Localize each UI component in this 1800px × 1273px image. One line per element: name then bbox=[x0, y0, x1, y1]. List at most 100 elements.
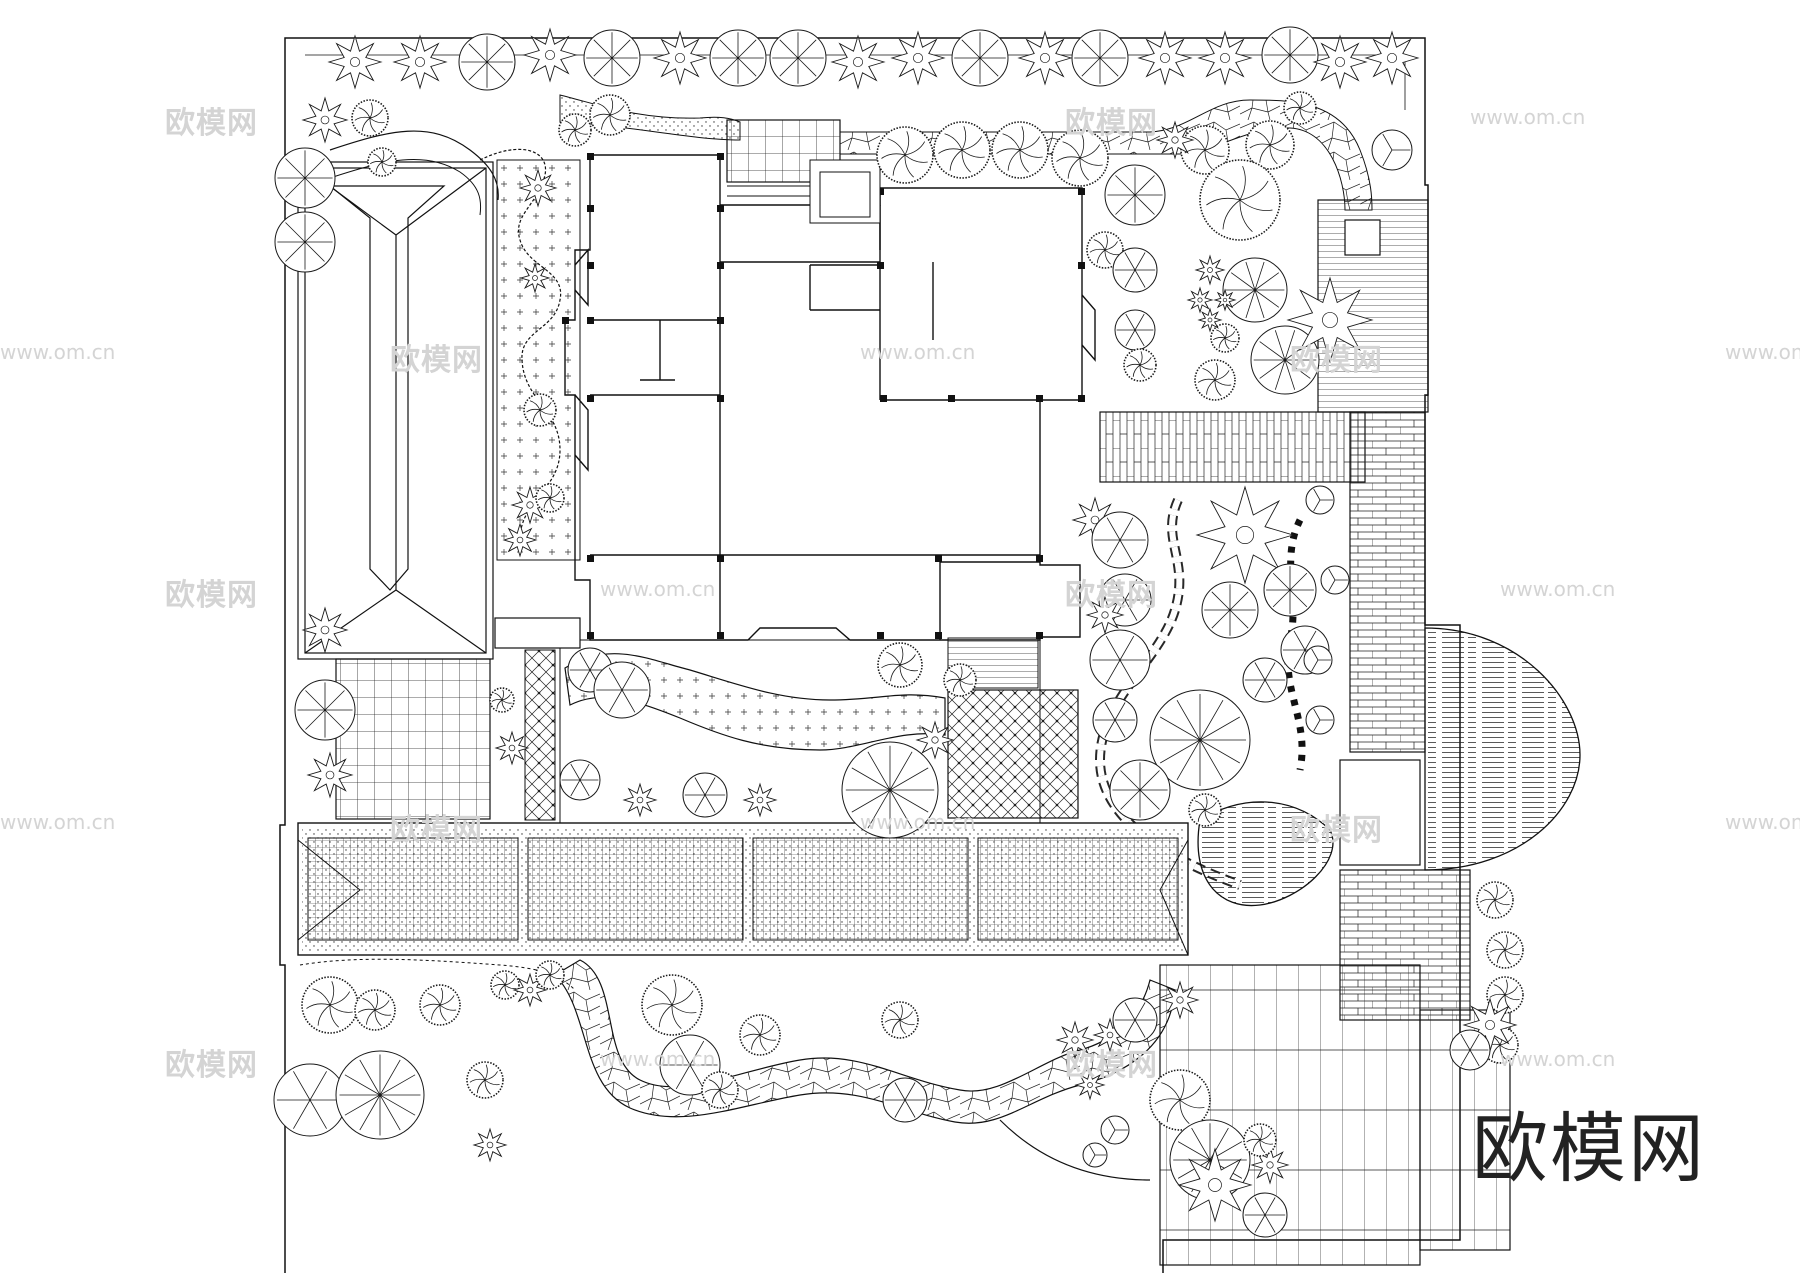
shrub-symbol bbox=[1186, 286, 1214, 314]
shrub-symbol bbox=[518, 168, 558, 208]
east-brick-walk bbox=[1099, 411, 1366, 483]
east-stone-path-inner bbox=[1096, 498, 1242, 888]
tree-symbol bbox=[1201, 581, 1259, 639]
west-grid-terrace bbox=[335, 658, 491, 820]
tree-symbol bbox=[1089, 629, 1151, 691]
tree-symbol bbox=[458, 33, 516, 91]
shrub-symbol bbox=[652, 30, 708, 86]
shrub-symbol bbox=[1155, 120, 1195, 160]
tree-canopy-symbol bbox=[489, 687, 515, 713]
tree-symbol bbox=[1449, 1029, 1491, 1071]
tree-symbol bbox=[1112, 997, 1158, 1043]
south-planting-bed bbox=[299, 958, 576, 991]
shrub-symbol bbox=[1213, 288, 1237, 312]
tree-symbol bbox=[1305, 485, 1335, 515]
tree-symbol bbox=[1114, 309, 1156, 351]
tree-canopy-symbol bbox=[1476, 881, 1514, 919]
east-landing bbox=[1339, 759, 1421, 866]
tree-symbol bbox=[1109, 759, 1171, 821]
tree-symbol bbox=[1222, 257, 1288, 323]
tree-symbol bbox=[274, 147, 336, 209]
shrub-symbol bbox=[519, 262, 551, 294]
brand-logo-text: 欧模网 bbox=[1472, 1104, 1706, 1193]
tree-canopy-symbol bbox=[490, 970, 520, 1000]
tree-canopy-symbol bbox=[419, 984, 461, 1026]
tree-canopy-symbol bbox=[1283, 91, 1317, 125]
shrub-symbol bbox=[522, 27, 578, 83]
shrub-symbol bbox=[1195, 485, 1295, 585]
south-east-curve bbox=[999, 1119, 1151, 1181]
tree-canopy-symbol bbox=[1245, 120, 1295, 170]
tree-canopy-symbol bbox=[1199, 159, 1281, 241]
planting bbox=[273, 26, 1524, 1238]
shrub-symbol bbox=[1312, 34, 1368, 90]
tree-symbol bbox=[1082, 1142, 1108, 1168]
north-west-path bbox=[329, 130, 499, 201]
tree-symbol bbox=[593, 661, 651, 719]
tree-canopy-symbol bbox=[558, 113, 592, 147]
shrub-symbol bbox=[327, 34, 383, 90]
shrub-symbol bbox=[890, 30, 946, 86]
tree-canopy-symbol bbox=[641, 974, 703, 1036]
east-pond-rocks bbox=[1284, 518, 1306, 771]
shrub-symbol bbox=[1194, 254, 1226, 286]
tree-symbol bbox=[841, 741, 939, 839]
shrub-symbol bbox=[1017, 30, 1073, 86]
shrub-symbol bbox=[1160, 980, 1200, 1020]
tree-canopy-symbol bbox=[739, 1014, 781, 1056]
main-house bbox=[564, 154, 1096, 641]
tree-symbol bbox=[1371, 129, 1413, 171]
shrub-symbol bbox=[1364, 30, 1420, 86]
shrub-symbol bbox=[472, 1127, 508, 1163]
west-planting-bed bbox=[496, 159, 581, 561]
tree-symbol bbox=[273, 1063, 347, 1137]
shrub-symbol bbox=[1137, 30, 1193, 86]
east-brick-spine bbox=[1349, 411, 1426, 753]
tree-symbol bbox=[274, 211, 336, 273]
gazebo bbox=[1344, 219, 1381, 256]
tree-canopy-symbol bbox=[351, 99, 389, 137]
tree-canopy-symbol bbox=[876, 126, 934, 184]
tree-canopy-symbol bbox=[1180, 125, 1230, 175]
tree-canopy-symbol bbox=[354, 989, 396, 1031]
tree-canopy-symbol bbox=[523, 393, 557, 427]
tree-canopy-symbol bbox=[1243, 1123, 1277, 1157]
shrub-symbol bbox=[1250, 1145, 1290, 1185]
tree-canopy-symbol bbox=[933, 121, 991, 179]
shrub-symbol bbox=[1177, 1147, 1253, 1223]
tree-canopy-symbol bbox=[535, 960, 565, 990]
tree-canopy-symbol bbox=[1188, 793, 1222, 827]
tree-canopy-symbol bbox=[701, 1071, 739, 1109]
gate-block bbox=[494, 617, 581, 649]
tree-canopy-symbol bbox=[1486, 931, 1524, 969]
tree-symbol bbox=[335, 1050, 425, 1140]
tree-symbol bbox=[1305, 705, 1335, 735]
tree-symbol bbox=[1303, 645, 1333, 675]
tree-symbol bbox=[1092, 697, 1138, 743]
tree-canopy-symbol bbox=[589, 94, 631, 136]
tree-symbol bbox=[682, 772, 728, 818]
shrub-symbol bbox=[742, 782, 778, 818]
shrub-symbol bbox=[1197, 30, 1253, 86]
tree-canopy-symbol bbox=[881, 1001, 919, 1039]
courtyard-path bbox=[564, 653, 946, 751]
east-pond bbox=[1197, 801, 1334, 907]
tree-canopy-symbol bbox=[1149, 1069, 1211, 1131]
tree-canopy-symbol bbox=[1210, 323, 1240, 353]
tree-symbol bbox=[769, 29, 827, 87]
tree-symbol bbox=[1112, 247, 1158, 293]
shrub-symbol bbox=[306, 751, 354, 799]
tree-symbol bbox=[1261, 26, 1319, 84]
tree-symbol bbox=[1149, 689, 1251, 791]
shrub-symbol bbox=[1055, 1020, 1095, 1060]
tree-canopy-symbol bbox=[466, 1061, 504, 1099]
tree-canopy-symbol bbox=[877, 642, 923, 688]
tree-canopy-symbol bbox=[367, 147, 397, 177]
east-semicircle-deck bbox=[1424, 627, 1581, 871]
shrub-symbol bbox=[1074, 1069, 1106, 1101]
tree-symbol bbox=[583, 29, 641, 87]
tree-canopy-symbol bbox=[535, 483, 565, 513]
tree-symbol bbox=[1250, 325, 1320, 395]
shrub-symbol bbox=[392, 34, 448, 90]
shrub-symbol bbox=[915, 720, 955, 760]
